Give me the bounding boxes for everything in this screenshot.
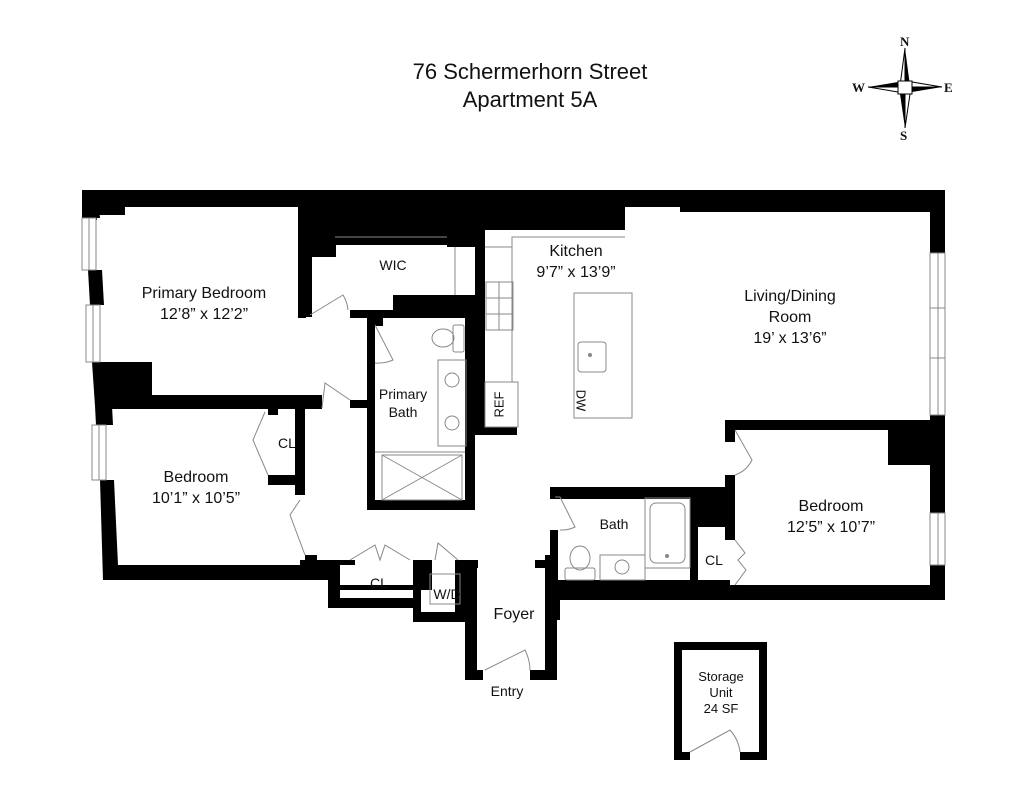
storage-line2: Unit: [709, 685, 733, 700]
refrigerator-label: REF: [491, 391, 507, 418]
address: 76 Schermerhorn Street: [412, 59, 648, 84]
room-name: Bedroom: [163, 469, 229, 486]
room-living-dining: Living/Dining Room 19’ x 13’6”: [744, 286, 836, 349]
room-wic: WIC: [379, 256, 406, 274]
doors: [252, 294, 753, 753]
closet-label: CL: [705, 552, 723, 568]
compass-north-label: N: [900, 34, 910, 49]
unit-number: Apartment 5A: [462, 87, 598, 112]
room-name-line2: Room: [768, 309, 812, 326]
bath-fixtures: [429, 497, 691, 605]
windows: [81, 217, 946, 566]
washer-dryer: W/D: [433, 585, 460, 603]
compass-east-label: E: [944, 80, 953, 95]
room-name-line1: Primary: [378, 386, 428, 402]
entry: Entry: [491, 682, 524, 700]
room-name: Primary Bedroom: [141, 285, 267, 302]
room-dimensions: 9’7” x 13’9”: [536, 264, 616, 281]
room-dimensions: 10’1” x 10’5”: [151, 490, 241, 507]
room-primary-bath: Primary Bath: [379, 385, 427, 421]
washer-dryer-label: W/D: [433, 586, 461, 602]
room-name-line1: Living/Dining: [744, 288, 836, 305]
compass-south-label: S: [900, 128, 908, 143]
closet-bedroom-west: CL: [278, 434, 296, 452]
room-name: Foyer: [493, 606, 535, 623]
storage-area: 24 SF: [703, 701, 739, 716]
room-name: Kitchen: [549, 243, 603, 260]
dishwasher-label: DW: [573, 389, 589, 412]
closet-bedroom-east: CL: [705, 551, 723, 569]
closet-hall: CL: [370, 574, 388, 592]
storage-unit: Storage Unit 24 SF: [698, 669, 744, 717]
room-dimensions: 12’5” x 10’7”: [786, 519, 876, 536]
room-name: Bedroom: [798, 498, 864, 515]
interior-walls: [110, 207, 900, 760]
room-foyer: Foyer: [494, 604, 535, 625]
room-bedroom-west: Bedroom 10’1” x 10’5”: [152, 467, 240, 509]
room-name-line2: Bath: [388, 404, 418, 420]
room-name: Bath: [599, 516, 629, 532]
compass-west-label: W: [852, 80, 865, 95]
room-bath: Bath: [600, 515, 629, 533]
compass-rose-icon: [867, 47, 943, 129]
room-name: WIC: [379, 257, 407, 273]
kitchen-fixtures: [335, 236, 633, 428]
storage-line1: Storage: [698, 669, 744, 684]
room-kitchen: Kitchen 9’7” x 13’9”: [536, 241, 615, 283]
closet-label: CL: [370, 575, 388, 591]
entry-label: Entry: [490, 683, 524, 699]
room-dimensions: 19’ x 13’6”: [753, 330, 827, 347]
plan-title: 76 Schermerhorn Street Apartment 5A: [380, 58, 680, 114]
room-dimensions: 12’8” x 12’2”: [159, 306, 249, 323]
room-primary-bedroom: Primary Bedroom 12’8” x 12’2”: [142, 283, 266, 325]
room-bedroom-east: Bedroom 12’5” x 10’7”: [787, 496, 875, 538]
primary-bath-fixtures: [375, 324, 467, 501]
closet-label: CL: [278, 435, 296, 451]
